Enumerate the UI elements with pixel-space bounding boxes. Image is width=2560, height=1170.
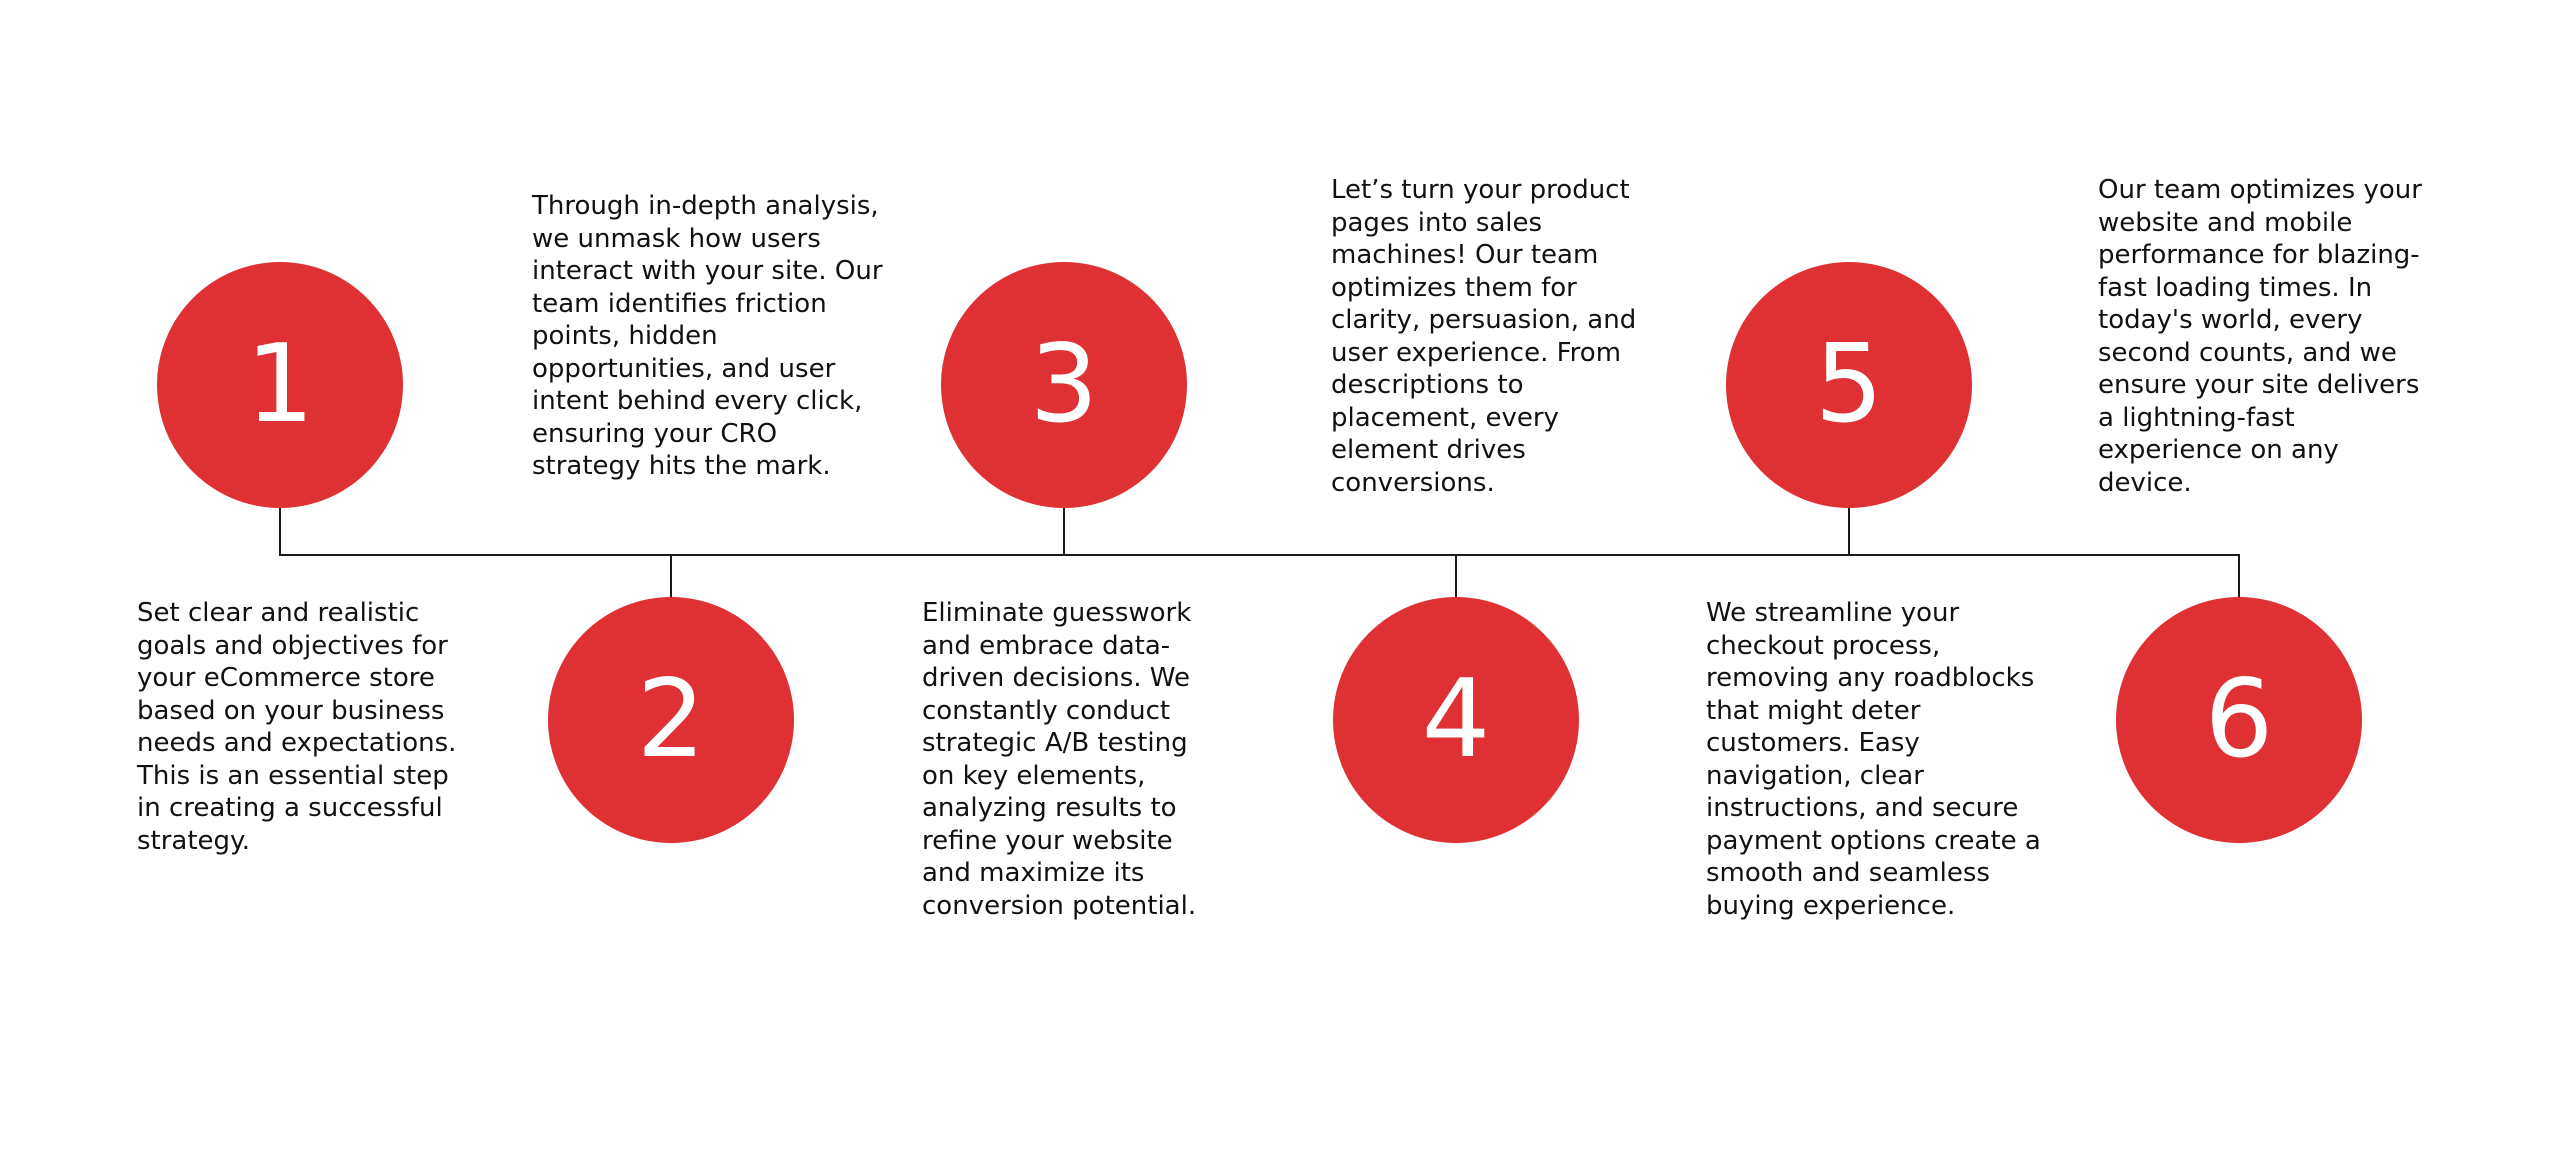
connector-line-step-6 [2238, 554, 2240, 600]
step-1-description: Set clear and realistic goals and object… [137, 598, 457, 856]
step-4-description: Let’s turn your product pages into sales… [1331, 175, 1637, 498]
step-3-number: 3 [1029, 322, 1099, 447]
connector-line-step-3 [1063, 505, 1065, 555]
connector-line-step-5 [1848, 505, 1850, 555]
step-5-circle: 5 [1726, 262, 1972, 508]
step-6-description: Our team optimizes your website and mobi… [2098, 175, 2422, 498]
timeline-horizontal-line [279, 554, 2239, 556]
step-1-number: 1 [245, 322, 315, 447]
connector-line-step-1 [279, 505, 281, 555]
step-5-number: 5 [1814, 322, 1884, 447]
step-4-circle: 4 [1333, 597, 1579, 843]
step-6-number: 6 [2204, 657, 2274, 782]
step-4-number: 4 [1421, 657, 1491, 782]
connector-line-step-4 [1455, 554, 1457, 600]
step-1-circle: 1 [157, 262, 403, 508]
step-3-circle: 3 [941, 262, 1187, 508]
step-6-circle: 6 [2116, 597, 2362, 843]
step-5-description: We streamline your checkout process, rem… [1706, 598, 2041, 921]
step-2-description: Through in-depth analysis, we unmask how… [532, 191, 883, 481]
step-3-description: Eliminate guesswork and embrace data-dri… [922, 598, 1197, 921]
connector-line-step-2 [670, 554, 672, 600]
step-2-number: 2 [636, 657, 706, 782]
step-2-circle: 2 [548, 597, 794, 843]
